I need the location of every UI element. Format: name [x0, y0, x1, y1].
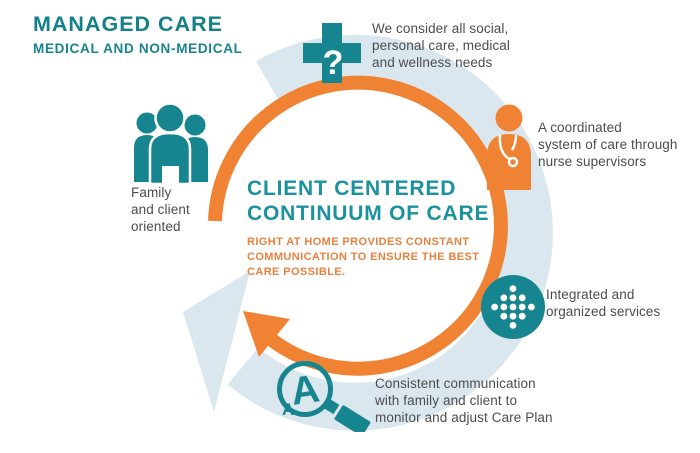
- magnifier-lens: [277, 361, 333, 417]
- communication-ring-arrow: [208, 75, 508, 376]
- center-headline: CLIENT CENTERED CONTINUUM OF CARE RIGHT …: [247, 176, 497, 280]
- pale-arrowhead: [183, 271, 250, 412]
- notch: [162, 166, 179, 184]
- header: MANAGED CARE MEDICAL AND NON-MEDICAL: [33, 12, 243, 56]
- center-person-body: [148, 131, 192, 184]
- page-title: MANAGED CARE: [33, 12, 223, 36]
- dot-grid: [491, 285, 535, 329]
- stethoscope-tube: [498, 134, 511, 161]
- node-nurse-label: A coordinated system of care through nur…: [538, 120, 678, 169]
- center-person-head: [154, 104, 186, 134]
- right-person-head: [184, 114, 206, 136]
- stethoscope-chestpiece: [507, 156, 519, 168]
- center-subtitle: RIGHT AT HOME PROVIDES CONSTANT COMMUNIC…: [247, 236, 480, 278]
- node-needs-label: We consider all social, personal care, m…: [372, 21, 511, 70]
- nurse-icon: [487, 104, 531, 190]
- magnifier-a-icon: A A: [277, 361, 371, 432]
- left-person-head: [136, 112, 158, 134]
- center-title: CLIENT CENTERED CONTINUUM OF CARE: [247, 177, 490, 225]
- nurse-head: [495, 104, 523, 132]
- dots-cluster-icon: [481, 275, 545, 339]
- continuum-cycle-arrow: [183, 34, 553, 431]
- medical-cross-question-icon: ?: [303, 23, 361, 83]
- node-services-label: Integrated and organized services: [546, 287, 661, 319]
- question-mark-glyph: ?: [323, 44, 344, 82]
- node-communication-label: Consistent communication with family and…: [375, 376, 553, 425]
- page-subtitle: MEDICAL AND NON-MEDICAL: [33, 41, 243, 56]
- family-group-icon: [134, 104, 208, 184]
- orange-arrowhead: [243, 311, 290, 357]
- node-family-label: Family and client oriented: [131, 185, 190, 234]
- lens-letter: A: [288, 367, 322, 414]
- stethoscope-tube2: [510, 134, 518, 151]
